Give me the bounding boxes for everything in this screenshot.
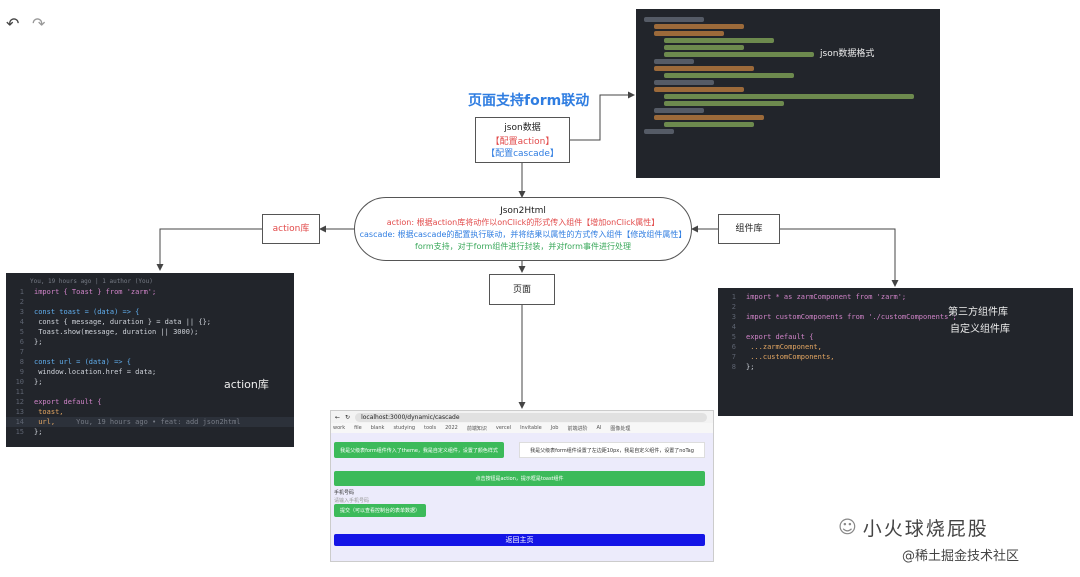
- json2html-cascade-line: cascade: 根据cascade的配置执行联动，并将结果以属性的方式传入组件…: [359, 230, 687, 239]
- bookmark-item[interactable]: blank: [370, 425, 385, 431]
- browser-address-bar: ← ↻ localhost:3000/dynamic/cascade: [331, 411, 713, 423]
- code-line: 5 Toast.show(message, duration || 3000);: [19, 328, 199, 336]
- theme-green-button[interactable]: 我是父级表form组件传入了theme，我是自定义组件，设置了颜色样式: [334, 442, 504, 458]
- code-line: 15};: [15, 428, 43, 436]
- bookmark-item[interactable]: studying: [393, 425, 416, 431]
- bookmark-item[interactable]: file: [354, 425, 362, 431]
- redo-icon[interactable]: ↷: [32, 14, 46, 33]
- url-field[interactable]: localhost:3000/dynamic/cascade: [355, 412, 707, 422]
- phone-field-input[interactable]: 请输入手机号码: [334, 498, 370, 504]
- back-home-button[interactable]: 返回主页: [334, 534, 705, 546]
- submit-green-button[interactable]: 提交（可以查看控制台的表单数据）: [334, 504, 426, 517]
- back-icon[interactable]: ←: [335, 413, 341, 421]
- action-lib-box: action库: [262, 214, 320, 244]
- browser-screenshot: ← ↻ localhost:3000/dynamic/cascade work …: [330, 410, 714, 562]
- page-box: 页面: [489, 274, 555, 305]
- bookmark-item[interactable]: work: [333, 425, 346, 431]
- page-label: 页面: [512, 284, 531, 295]
- bookmark-item[interactable]: 前端知识: [466, 425, 487, 432]
- json2html-form-line: form支持，对于form组件进行封装，并对form事件进行处理: [415, 242, 631, 251]
- bookmark-item[interactable]: vercel: [495, 425, 512, 431]
- bookmark-bar: work file blank studying tools 2022 前端知识…: [331, 423, 713, 433]
- bookmark-item[interactable]: Job: [550, 425, 559, 431]
- toast-action-button[interactable]: 点击按钮是action，提示框是toast组件: [334, 471, 705, 486]
- watermark-author: 小火球烧屁股: [862, 518, 989, 540]
- code-line: 7 ...customComponents,: [731, 353, 835, 361]
- reload-icon[interactable]: ↻: [345, 413, 351, 421]
- component-lib-box: 组件库: [718, 214, 780, 244]
- action-lib-label: action库: [272, 224, 310, 234]
- json-format-screenshot: [636, 9, 940, 178]
- code-line: 9 window.location.href = data;: [19, 368, 157, 376]
- watermark-community: @稀土掘金技术社区: [902, 549, 1020, 564]
- code-line: 10};: [15, 378, 43, 386]
- watermark: ☺ 小火球烧屁股 @稀土掘金技术社区: [838, 514, 1019, 564]
- json-data-cascade: 【配置cascade】: [486, 149, 559, 159]
- code-line: 13 toast,: [15, 408, 64, 416]
- code-line: 6 ...zarmComponent,: [731, 343, 822, 351]
- code-line: 6};: [19, 338, 43, 346]
- notag-white-button[interactable]: 我是父级表form组件设置了左边距10px，我是自定义组件，设置了noTag: [519, 442, 705, 458]
- code-line: 7: [19, 348, 24, 356]
- code-line: 4 const { message, duration } = data || …: [19, 318, 212, 326]
- code-line: 11: [15, 388, 24, 396]
- json-data-box: json数据 【配置action】 【配置cascade】: [475, 117, 570, 163]
- code-line: 2: [19, 298, 24, 306]
- action-lib-annotation: action库: [224, 378, 269, 391]
- code-line: 4: [731, 323, 736, 331]
- undo-icon[interactable]: ↶: [6, 14, 20, 33]
- git-blame-line: You, 19 hours ago | 1 author (You): [30, 278, 153, 285]
- json2html-title: Json2Html: [500, 206, 546, 216]
- bookmark-item[interactable]: Invitable: [520, 425, 542, 431]
- json-data-action: 【配置action】: [490, 137, 555, 147]
- component-lib-label: 组件库: [735, 224, 763, 234]
- json-data-title: json数据: [504, 123, 541, 133]
- bookmark-item[interactable]: tools: [424, 425, 437, 431]
- phone-field-label: 手机号码: [334, 490, 355, 496]
- diagram-title: 页面支持form联动: [468, 93, 590, 109]
- bookmark-item[interactable]: 2022: [445, 425, 458, 431]
- bookmark-item[interactable]: 图像处理: [610, 425, 631, 432]
- code-line: 2: [731, 303, 736, 311]
- json2html-box: Json2Html action: 根据action库将动作以onClick的形…: [354, 197, 692, 261]
- code-line: 8};: [731, 363, 755, 371]
- code-line: 14 url, You, 19 hours ago • feat: add js…: [6, 417, 294, 427]
- bookmark-item[interactable]: 前端进阶: [567, 425, 588, 432]
- json2html-action-line: action: 根据action库将动作以onClick的形式传入组件【增加on…: [386, 218, 660, 227]
- third-party-annotation: 第三方组件库: [948, 307, 1008, 318]
- json-format-annotation: json数据格式: [820, 49, 875, 59]
- bookmark-item[interactable]: AI: [596, 425, 602, 431]
- wechat-icon: ☺: [838, 517, 857, 538]
- custom-annotation: 自定义组件库: [950, 324, 1010, 335]
